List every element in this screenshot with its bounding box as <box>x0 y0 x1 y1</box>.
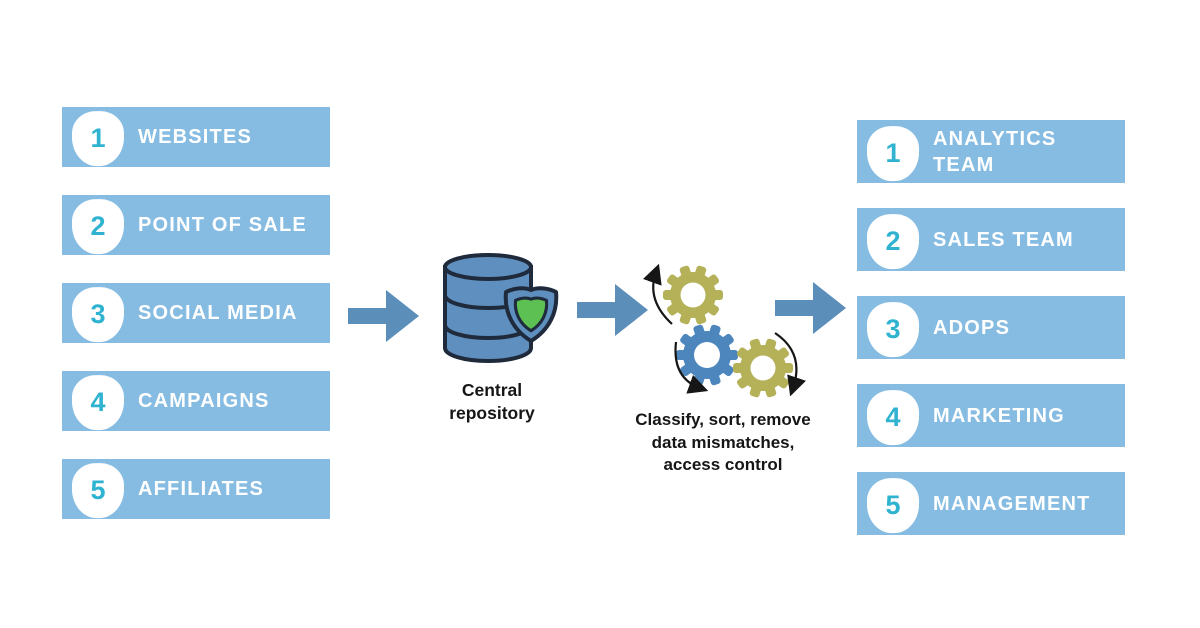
item-label: ANALYTICS TEAM <box>933 127 1057 176</box>
badge-number: 4 <box>885 401 901 432</box>
source-item-4: 4 CAMPAIGNS <box>62 371 330 431</box>
rotation-arrow-icon <box>774 332 806 397</box>
item-label: SOCIAL MEDIA <box>138 302 298 324</box>
repository-caption-line1: Central <box>461 380 523 400</box>
badge-number: 5 <box>885 489 901 520</box>
item-label: CAMPAIGNS <box>138 390 270 412</box>
database-with-shield-icon <box>443 253 559 363</box>
flow-arrow-3-icon <box>775 282 846 334</box>
number-badge: 5 <box>72 463 124 519</box>
badge-number: 4 <box>90 387 106 418</box>
badge-number: 2 <box>90 211 106 242</box>
number-badge: 4 <box>72 375 124 431</box>
shield-icon <box>503 286 559 343</box>
number-badge: 3 <box>72 287 124 343</box>
item-label: WEBSITES <box>138 126 253 148</box>
item-label: MANAGEMENT <box>933 492 1091 515</box>
destination-item-4: 4 MARKETING <box>857 384 1125 447</box>
source-item-3: 3 SOCIAL MEDIA <box>62 283 330 343</box>
destination-item-5: 5 MANAGEMENT <box>857 472 1125 535</box>
destination-item-2: 2 SALES TEAM <box>857 208 1125 271</box>
gear-middle-icon <box>676 324 738 386</box>
number-badge: 3 <box>867 301 919 357</box>
item-label: AFFILIATES <box>138 478 265 500</box>
destination-item-3: 3 ADOPS <box>857 296 1125 359</box>
item-label: SALES TEAM <box>933 228 1074 251</box>
number-badge: 1 <box>72 111 124 167</box>
source-column: 1 WEBSITES 2 POINT OF SALE 3 SOCIAL MEDI… <box>62 107 330 519</box>
source-item-1: 1 WEBSITES <box>62 107 330 167</box>
rotation-arrow-icon <box>674 341 709 394</box>
badge-number: 3 <box>90 299 106 330</box>
item-label: POINT OF SALE <box>138 214 307 236</box>
badge-number: 2 <box>885 225 901 256</box>
process-caption-line1: Classify, sort, remove <box>635 410 811 429</box>
number-badge: 2 <box>72 199 124 255</box>
flow-arrow-1-icon <box>348 290 419 342</box>
flow-arrow-2-icon <box>577 284 648 336</box>
process-caption-line3: access control <box>663 455 783 474</box>
number-badge: 4 <box>867 389 919 445</box>
item-label: MARKETING <box>933 404 1065 427</box>
number-badge: 2 <box>867 213 919 269</box>
number-badge: 1 <box>867 125 919 181</box>
badge-number: 1 <box>885 137 901 168</box>
destination-item-1: 1 ANALYTICS TEAM <box>857 120 1125 183</box>
badge-number: 3 <box>885 313 901 344</box>
repository-caption-line2: repository <box>449 403 535 423</box>
item-label: ADOPS <box>933 316 1011 339</box>
process-caption: Classify, sort, remove data mismatches, … <box>593 409 853 477</box>
gear-right-icon <box>733 338 793 398</box>
repository-caption: Central repository <box>402 379 582 425</box>
number-badge: 5 <box>867 477 919 533</box>
badge-number: 1 <box>90 123 106 154</box>
rotation-arrow-icon <box>642 263 673 325</box>
rotating-gears-icon <box>642 263 806 398</box>
process-caption-line2: data mismatches, <box>651 432 795 452</box>
gear-top-icon <box>663 265 723 325</box>
badge-number: 5 <box>90 475 106 506</box>
source-item-2: 2 POINT OF SALE <box>62 195 330 255</box>
source-item-5: 5 AFFILIATES <box>62 459 330 519</box>
destination-column: 1 ANALYTICS TEAM 2 SALES TEAM 3 ADOPS 4 … <box>857 120 1125 535</box>
